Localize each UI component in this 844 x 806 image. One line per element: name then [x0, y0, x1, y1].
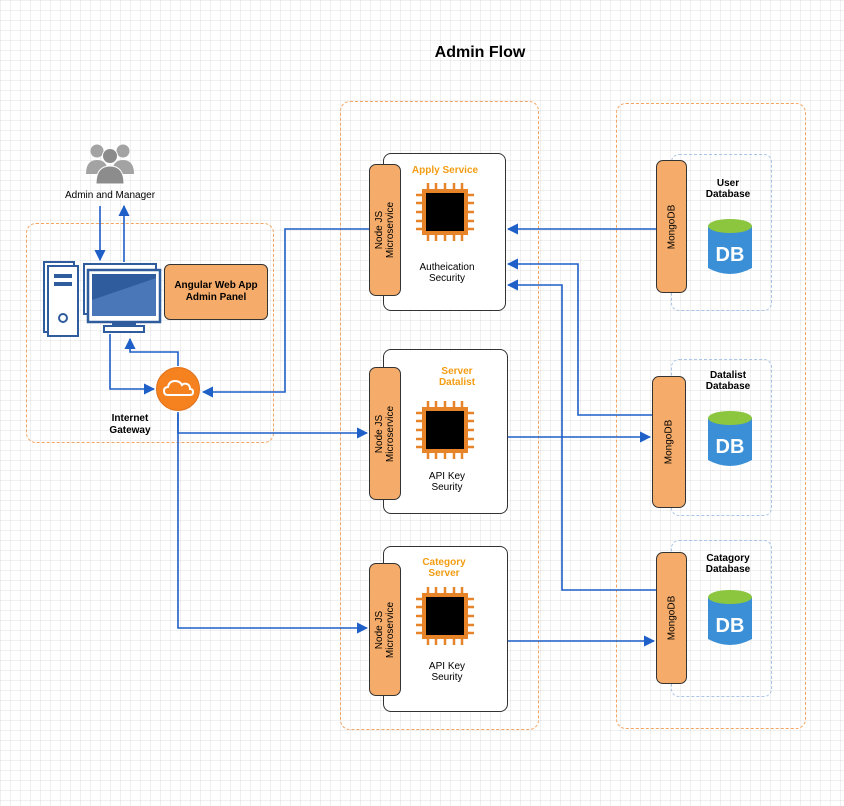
- arrow-gateway-to-category-server: [177, 414, 369, 634]
- cpu-icon: [416, 183, 474, 241]
- svg-text:DB: DB: [716, 244, 745, 266]
- diagram-title: Admin Flow: [434, 44, 526, 61]
- server-datalist-microservice-bar: Node JS Microservice: [369, 367, 401, 500]
- user-db-mongodb-bar: MongoDB: [656, 160, 687, 293]
- admin-panel-label-line2: Admin Panel: [185, 292, 247, 303]
- server-datalist-title: Server Datalist: [438, 366, 476, 388]
- gateway-label-line2: Gateway: [109, 425, 151, 436]
- admin-panel-label-line1: Angular Web App: [174, 280, 258, 291]
- client-group: [26, 223, 274, 443]
- arrow-apply-service-to-gateway: [201, 228, 369, 398]
- datalist-database-label: Datalist Database: [705, 370, 751, 392]
- category-server-security-label: API Key Seurity: [428, 661, 466, 683]
- computer-icon: [43, 261, 162, 337]
- category-db-mongodb-bar: MongoDB: [656, 552, 687, 684]
- services-group: [340, 101, 539, 730]
- apply-service-title: Apply Service: [411, 165, 479, 176]
- database-icon: DB: [708, 411, 752, 466]
- svg-text:DB: DB: [716, 615, 745, 637]
- databases-group: [616, 103, 806, 729]
- arrow-datalist-db-to-apply-service: [506, 258, 652, 416]
- apply-service-security-label: Autheication Security: [419, 262, 475, 284]
- admin-panel-box: Angular Web App Admin Panel: [164, 264, 268, 320]
- svg-text:DB: DB: [716, 436, 745, 458]
- category-server-microservice-bar: Node JS Microservice: [369, 563, 401, 696]
- gateway-label-line1: Internet: [111, 413, 149, 424]
- database-icon: DB: [708, 219, 752, 274]
- server-datalist-security-label: API Key Seurity: [428, 471, 466, 493]
- cpu-icon: [416, 401, 474, 459]
- user-database-label: User Database: [705, 178, 751, 200]
- category-server-title: Category Server: [422, 557, 466, 579]
- cloud-gateway-icon: [156, 367, 200, 411]
- users-label: Admin and Manager: [64, 190, 156, 201]
- category-database-label: Catagory Database: [705, 553, 751, 575]
- database-icon: DB: [708, 590, 752, 645]
- apply-service-microservice-bar: Node JS Microservice: [369, 164, 401, 296]
- cpu-icon: [416, 587, 474, 645]
- arrow-gateway-to-computer: [124, 337, 179, 366]
- arrow-computer-to-gateway: [109, 334, 156, 395]
- users-icon: [86, 144, 134, 185]
- arrow-gateway-to-server-datalist: [177, 412, 369, 439]
- datalist-db-mongodb-bar: MongoDB: [652, 376, 686, 508]
